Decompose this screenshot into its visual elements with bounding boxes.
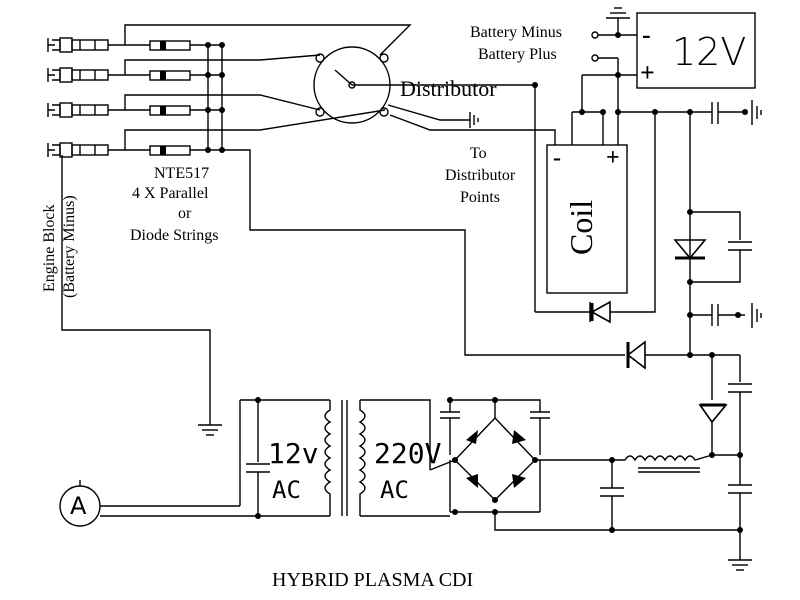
battery [582, 7, 756, 145]
spark-plug-2 [47, 67, 109, 83]
to-points-line-2: Distributor [445, 167, 516, 184]
secondary-voltage-label: 220V [374, 437, 442, 470]
transformer-circuit [59, 397, 740, 533]
spark-plug-3 [47, 102, 109, 118]
primary-voltage-label: 12v [268, 437, 319, 470]
diode-parallel-label: 4 X Parallel [132, 185, 209, 202]
distributor-label: Distributor [400, 76, 497, 101]
coil-diode [589, 300, 611, 324]
battery-voltage-label: 12V [672, 30, 747, 74]
battery-minus-label: Battery Minus [470, 24, 562, 41]
engine-ground [61, 155, 222, 436]
diode-strings-label: Diode Strings [130, 227, 219, 244]
diode-strings [149, 40, 222, 156]
battery-positive-sign: + [640, 58, 655, 87]
battery-plus-label: Battery Plus [478, 46, 557, 63]
diode-part-number: NTE517 [154, 165, 210, 182]
spark-plug-4 [47, 142, 109, 158]
engine-block-line-2: (Battery Minus) [61, 195, 78, 298]
coil-plus-sign: + [606, 145, 620, 171]
engine-block-sub-label: (Battery Minus) [61, 195, 78, 298]
ignition-coil [535, 75, 656, 313]
coil-label: Coil [563, 199, 599, 255]
spark-plugs [47, 37, 150, 158]
to-points-line-3: Points [460, 189, 501, 206]
battery-negative-sign: - [642, 20, 651, 49]
diode-bus [205, 42, 625, 356]
engine-block-line-1: Engine Block [41, 204, 58, 292]
to-points-line-1: To [470, 145, 487, 162]
secondary-ac-label: AC [380, 476, 409, 504]
spark-plug-1 [47, 37, 109, 53]
engine-block-label: Engine Block [41, 204, 58, 292]
diode-or-label: or [178, 205, 192, 222]
right-circuit [618, 100, 762, 571]
coil-minus-sign: - [553, 145, 561, 171]
primary-ac-label: AC [272, 476, 301, 504]
ammeter-label: A [70, 492, 87, 520]
plug-wires [124, 24, 412, 150]
diagram-title: HYBRID PLASMA CDI [272, 569, 474, 591]
distributor [313, 46, 556, 312]
